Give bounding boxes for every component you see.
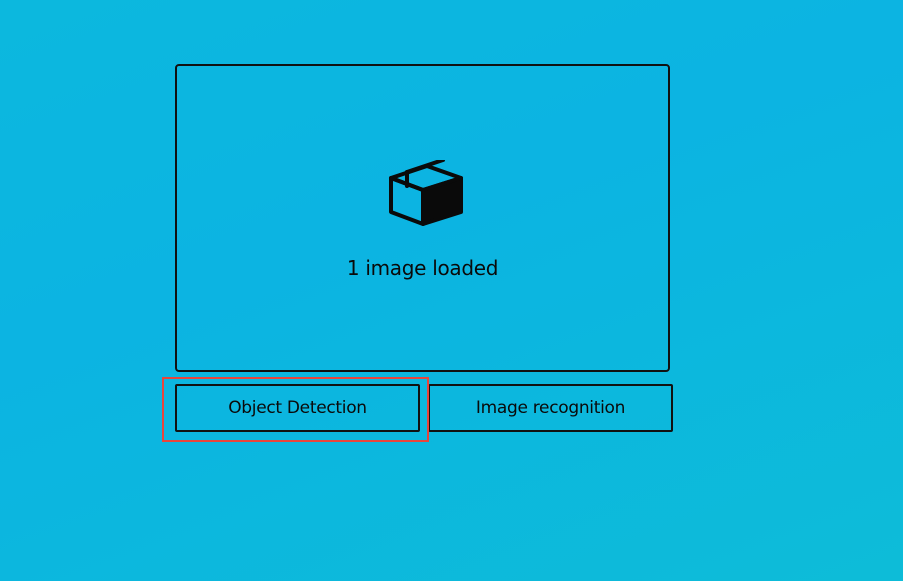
- image-dropzone[interactable]: 1 image loaded: [175, 64, 670, 372]
- upload-status-text: 1 image loaded: [346, 256, 499, 280]
- image-recognition-button[interactable]: Image recognition: [428, 384, 673, 432]
- box-icon: [389, 160, 463, 226]
- object-detection-button[interactable]: Object Detection: [175, 384, 420, 432]
